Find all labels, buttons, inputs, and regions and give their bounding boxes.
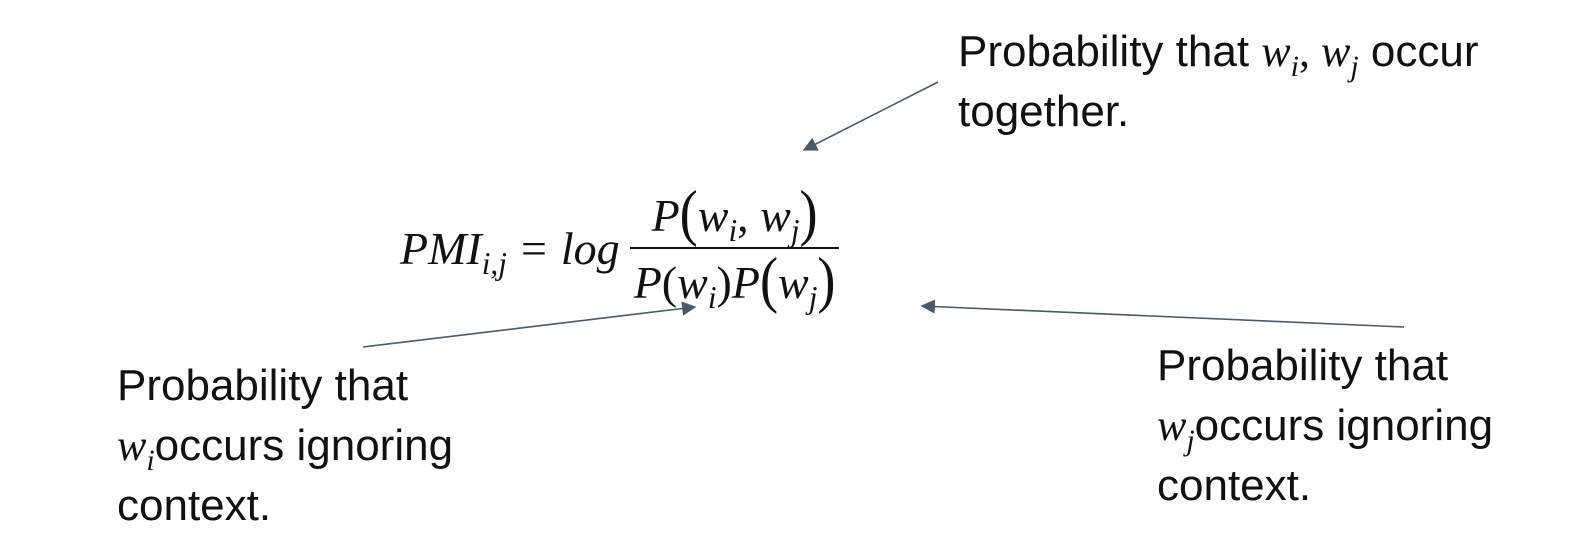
- fraction-numerator: P(wi, wj): [651, 178, 818, 248]
- annotation-right-line1: Probability that: [1157, 341, 1449, 390]
- annotation-top-line2: together.: [958, 87, 1130, 136]
- annotation-right-line3: context.: [1157, 461, 1312, 510]
- annotation-wi-marginal: Probability that wioccurs ignoring conte…: [117, 356, 537, 536]
- arrow-top-to-numerator: [802, 81, 939, 151]
- formula-fraction: P(wi, wj) P(wi)P(wj): [629, 178, 840, 315]
- arrow-left-to-denominator: [362, 301, 697, 348]
- annotation-left-line1: Probability that: [117, 361, 409, 410]
- pmi-formula: PMIi,j = log P(wi, wj) P(wi)P(wj): [400, 178, 840, 318]
- pmi-symbol: PMI: [400, 222, 482, 274]
- annotation-wj-marginal: Probability that wjoccurs ignoring conte…: [1157, 336, 1577, 516]
- annotation-joint-probability: Probability that wi, wj occur together.: [958, 22, 1578, 142]
- arrow-right-to-denominator: [920, 299, 1405, 328]
- pmi-subscript: i,j: [481, 245, 507, 281]
- annotation-left-line3: context.: [117, 481, 272, 530]
- annotation-left-line2: wioccurs ignoring: [117, 421, 454, 477]
- annotation-right-line2: wjoccurs ignoring: [1157, 401, 1494, 457]
- formula-lhs: PMIi,j: [400, 222, 507, 279]
- log-operator: log: [560, 222, 620, 274]
- fraction-denominator: P(wi)P(wj): [633, 245, 836, 315]
- equals-sign: =: [520, 222, 547, 274]
- annotation-top-line1: Probability that wi, wj occur: [958, 27, 1479, 83]
- fraction-bar: [629, 247, 840, 249]
